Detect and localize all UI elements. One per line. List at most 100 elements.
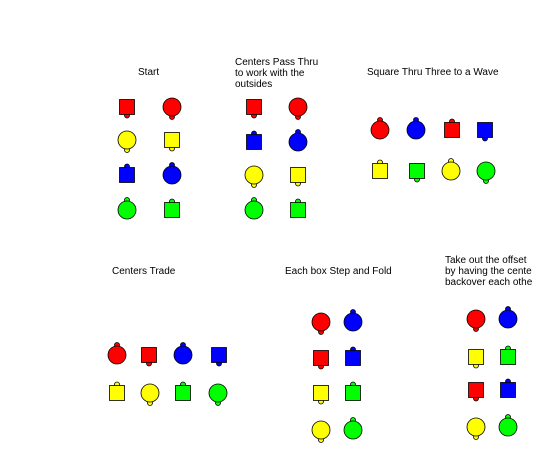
dancer-red-square (444, 118, 460, 138)
dancer-red-square (468, 382, 484, 402)
dancer-yellow-circle (244, 165, 264, 188)
dancer-body-circle (370, 120, 390, 140)
dancer-green-circle (208, 383, 228, 406)
dancer-yellow-square (290, 167, 306, 187)
dancer-body-circle (208, 383, 228, 403)
dancer-body-square (345, 385, 361, 401)
dancer-body-circle (311, 420, 331, 440)
dancer-body-circle (173, 345, 193, 365)
dancer-red-circle (162, 97, 182, 120)
dancer-red-square (246, 99, 262, 119)
dancer-red-circle (107, 342, 127, 365)
dancer-body-circle (498, 309, 518, 329)
dancer-body-square (409, 163, 425, 179)
dancer-green-square (290, 198, 306, 218)
dancer-body-circle (466, 309, 486, 329)
dancer-yellow-circle (466, 417, 486, 440)
dancer-body-circle (244, 200, 264, 220)
dancer-blue-circle (173, 342, 193, 365)
dancer-body-circle (117, 200, 137, 220)
dancer-green-square (164, 198, 180, 218)
dancer-red-circle (311, 312, 331, 335)
dancer-yellow-circle (311, 420, 331, 443)
dancer-blue-square (211, 347, 227, 367)
dancer-blue-square (246, 130, 262, 150)
dancer-body-square (175, 385, 191, 401)
dancer-blue-circle (498, 306, 518, 329)
dancer-body-square (468, 349, 484, 365)
dancer-body-square (477, 122, 493, 138)
dancer-body-square (313, 350, 329, 366)
dancer-green-circle (244, 197, 264, 220)
dancer-body-square (211, 347, 227, 363)
dancer-body-square (246, 134, 262, 150)
dancer-body-square (444, 122, 460, 138)
panel-title-take-out-offset: Take out the offset by having the cente … (445, 255, 533, 288)
dancer-yellow-circle (140, 383, 160, 406)
dancer-body-square (468, 382, 484, 398)
dancer-red-circle (370, 117, 390, 140)
panel-title-centers-trade: Centers Trade (112, 266, 176, 277)
dancer-red-square (119, 99, 135, 119)
dancer-body-square (141, 347, 157, 363)
dancer-blue-circle (162, 162, 182, 185)
dancer-body-circle (244, 165, 264, 185)
dancer-body-circle (406, 120, 426, 140)
dancer-body-square (290, 167, 306, 183)
dancer-blue-square (500, 378, 516, 398)
dancer-body-circle (117, 130, 137, 150)
panel-0 (117, 97, 182, 220)
dancer-blue-circle (406, 117, 426, 140)
dancer-body-circle (498, 417, 518, 437)
dancer-body-circle (343, 312, 363, 332)
dancer-red-square (313, 350, 329, 370)
dancer-body-circle (288, 132, 308, 152)
dancer-yellow-square (109, 381, 125, 401)
dancer-body-circle (107, 345, 127, 365)
dancer-body-circle (162, 97, 182, 117)
panel-3 (107, 342, 228, 406)
dancer-body-circle (441, 161, 461, 181)
dancer-body-square (164, 132, 180, 148)
dancer-green-square (345, 381, 361, 401)
dancer-body-square (500, 349, 516, 365)
panel-title-centers-pass-thru: Centers Pass Thru to work with the outsi… (235, 57, 319, 90)
dancer-body-square (290, 202, 306, 218)
dancer-blue-square (477, 122, 493, 142)
dancer-body-circle (476, 161, 496, 181)
panel-5 (466, 306, 518, 440)
dancer-body-circle (288, 97, 308, 117)
dancer-blue-square (345, 346, 361, 366)
dancer-yellow-circle (441, 158, 461, 181)
dancer-blue-circle (343, 309, 363, 332)
dancer-body-square (313, 385, 329, 401)
dancer-red-circle (288, 97, 308, 120)
panel-title-step-and-fold: Each box Step and Fold (285, 266, 392, 277)
dancer-green-circle (117, 197, 137, 220)
dancer-blue-square (119, 163, 135, 183)
dancer-yellow-circle (117, 130, 137, 153)
dancer-green-circle (498, 414, 518, 437)
dancer-body-circle (343, 420, 363, 440)
dancer-body-circle (466, 417, 486, 437)
dancer-yellow-square (313, 385, 329, 405)
dancer-body-square (500, 382, 516, 398)
dancer-yellow-square (372, 159, 388, 179)
dancer-green-circle (343, 417, 363, 440)
dancer-body-square (119, 167, 135, 183)
dancer-red-circle (466, 309, 486, 332)
panel-2 (370, 117, 496, 184)
dancer-yellow-square (164, 132, 180, 152)
dancer-body-square (119, 99, 135, 115)
panel-4 (311, 309, 363, 443)
dancer-body-circle (311, 312, 331, 332)
panel-title-square-thru-three: Square Thru Three to a Wave (367, 67, 499, 78)
dancer-red-square (141, 347, 157, 367)
panel-1 (244, 97, 308, 220)
dancer-body-square (246, 99, 262, 115)
dancer-body-square (109, 385, 125, 401)
dancer-body-square (164, 202, 180, 218)
dancer-body-circle (162, 165, 182, 185)
dancer-green-square (500, 345, 516, 365)
